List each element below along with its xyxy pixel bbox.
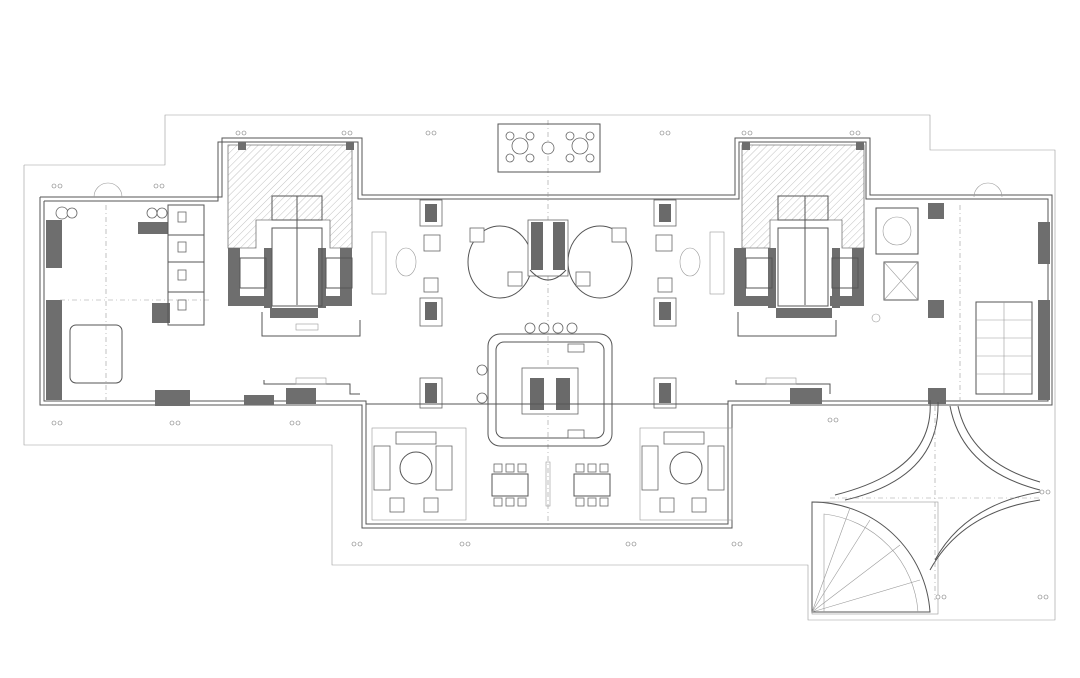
core-right	[734, 142, 919, 337]
bar-stool-icon	[476, 392, 488, 404]
door-swing-icon	[107, 182, 123, 198]
terrace-dining	[497, 123, 601, 173]
plant-icon	[156, 207, 168, 219]
door-swing-icon	[93, 182, 109, 198]
bar-stool-icon	[476, 364, 488, 376]
plant-icon	[55, 206, 69, 220]
lounge-seating-right	[639, 427, 733, 521]
bar-stool-icon	[524, 322, 536, 334]
dining-tables	[491, 461, 611, 507]
lift-lobby-left	[69, 324, 123, 384]
grid-markers	[51, 130, 1051, 600]
site-boundary	[23, 114, 1056, 621]
toilet-block-left	[167, 204, 205, 326]
perimeter-walls	[263, 377, 831, 405]
bar-counter	[476, 322, 613, 447]
stair-right	[975, 301, 1033, 395]
bar-stool-icon	[566, 322, 578, 334]
building-outline	[39, 137, 1053, 529]
right-wing	[790, 182, 1050, 404]
central-lounge	[371, 120, 733, 528]
plant-icon	[146, 207, 158, 219]
lounge-seating-left	[371, 427, 467, 521]
door-swing-icon	[987, 182, 1003, 198]
plant-icon	[66, 207, 78, 219]
left-wing	[46, 182, 274, 406]
bar-stool-icon	[538, 322, 550, 334]
door-swing-icon	[973, 182, 989, 198]
core-left	[227, 142, 361, 337]
bar-stool-icon	[552, 322, 564, 334]
garden-pavilion	[811, 399, 1041, 615]
